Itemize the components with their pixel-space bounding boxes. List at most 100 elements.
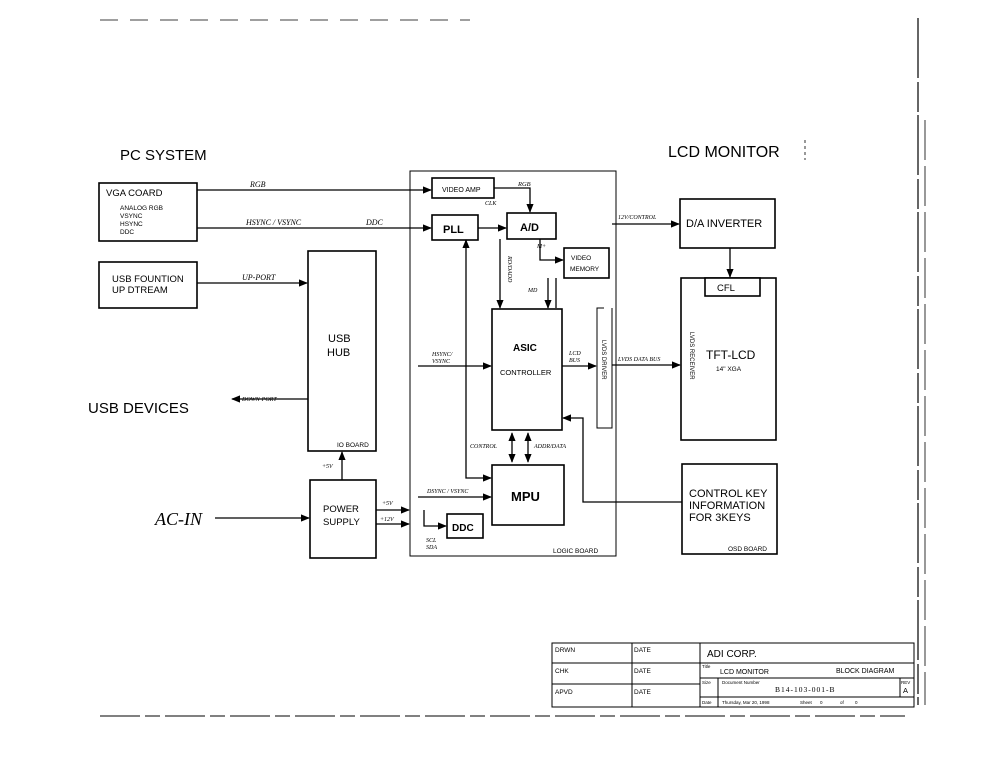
vga-card-title: VGA COARD: [106, 188, 163, 199]
sig-addr-data: ADDR/DATA: [533, 444, 566, 450]
tb-company: ADI CORP.: [707, 649, 757, 660]
da-inverter-block: D/A INVERTER: [679, 198, 776, 249]
power-supply-line2: SUPPLY: [323, 517, 360, 528]
sig-clk: CLK: [485, 201, 497, 207]
lvds-driver-block: LVDS DRIVER: [596, 307, 613, 429]
asic-line2: CONTROLLER: [500, 368, 552, 377]
tb-apvd: APVD: [555, 689, 573, 696]
tft-lcd-size: 14" XGA: [716, 366, 742, 373]
tb-lcd-monitor: LCD MONITOR: [720, 669, 769, 676]
tft-lcd-block: CFL TFT-LCD 14" XGA LVDS RECEIVER: [680, 277, 777, 441]
tb-date1: DATE: [634, 647, 652, 654]
asic-line1: ASIC: [513, 343, 537, 354]
mpu-label: MPU: [511, 489, 540, 504]
tb-size-label: Size: [702, 680, 711, 685]
sig-sda: SDA: [426, 545, 437, 551]
usb-hub-line2: HUB: [327, 347, 350, 359]
tb-date-label: Date: [702, 700, 712, 705]
sig-hsync-small1: HSYNC/: [431, 352, 454, 358]
lvds-receiver-label: LVDS RECEIVER: [688, 332, 694, 380]
tb-date3: DATE: [634, 689, 652, 696]
sig-control: CONTROL: [470, 444, 498, 450]
da-inverter-label: D/A INVERTER: [686, 218, 762, 230]
control-key-line2: INFORMATION: [689, 500, 765, 512]
vga-card-block: VGA COARD ANALOG RGB VSYNC HSYNC DDC: [98, 182, 198, 242]
asic-block: ASIC CONTROLLER: [491, 308, 563, 431]
lvds-driver-label: LVDS DRIVER: [600, 340, 606, 380]
usb-function-block: USB FOUNTION UP DTREAM: [98, 261, 198, 309]
ddc-label: DDC: [452, 523, 474, 534]
usb-function-line2: UP DTREAM: [112, 285, 168, 296]
control-key-block: CONTROL KEY INFORMATION FOR 3KEYS OSD BO…: [681, 463, 778, 555]
tb-date-value: Thursday, Mar 20, 1998: [722, 700, 770, 705]
ad-label: A/D: [520, 222, 539, 234]
sig-m-plus: M+: [536, 244, 546, 250]
tb-rev-label: REV: [901, 680, 910, 685]
sig-hsync-vsync: HSYNC / VSYNC: [245, 218, 302, 227]
vga-line-1: ANALOG RGB: [120, 205, 163, 212]
tb-sheet-label: Sheet: [800, 700, 813, 705]
tb-rev: A: [903, 686, 908, 695]
control-key-line3: FOR 3KEYS: [689, 512, 751, 524]
logic-board: LOGIC BOARD: [409, 170, 617, 557]
ac-in-label: AC-IN: [154, 509, 203, 529]
tb-title-label: Title: [702, 664, 711, 669]
power-supply-block: POWER SUPPLY: [309, 479, 377, 559]
control-key-line1: CONTROL KEY: [689, 488, 768, 500]
sig-lcd-bus1: LCD: [568, 351, 581, 357]
pll-block: PLL: [431, 214, 479, 241]
tb-doc-label: Document Number: [722, 680, 760, 685]
usb-hub-block: USB HUB IO BOARD: [307, 250, 377, 452]
logic-board-label: LOGIC BOARD: [553, 548, 598, 555]
usb-function-line1: USB FOUNTION: [112, 274, 184, 285]
sig-rgb-small: RGB: [517, 181, 531, 188]
vga-line-2: VSYNC: [120, 213, 143, 220]
cfl-label: CFL: [717, 283, 735, 294]
video-memory-line1: VIDEO: [571, 255, 591, 262]
sig-dsync-vsync: DSYNC / VSYNC: [426, 489, 469, 495]
sig-lcd-bus2: BUS: [569, 358, 580, 364]
io-board-label: IO BOARD: [337, 442, 369, 449]
lcd-monitor-heading: LCD MONITOR: [668, 144, 780, 161]
vga-line-4: DDC: [120, 229, 134, 236]
pc-system-heading: PC SYSTEM: [120, 147, 207, 164]
sig-down-port: DOWN-PORT: [241, 397, 277, 403]
sig-rgb: RGB: [249, 180, 266, 189]
mpu-block: MPU: [491, 464, 565, 526]
page-border-lines: [100, 18, 926, 717]
sig-ddc: DDC: [365, 218, 384, 227]
ad-block: A/D: [506, 212, 557, 240]
tb-date2: DATE: [634, 668, 652, 675]
sig-plus5v: +5V: [322, 464, 334, 470]
video-amp-label: VIDEO AMP: [442, 187, 481, 194]
tft-lcd-title: TFT-LCD: [706, 348, 756, 362]
tb-of-value: 0: [855, 700, 858, 705]
signal-labels: RGB HSYNC / VSYNC DDC UP-PORT DOWN-PORT …: [241, 180, 660, 551]
sig-rd-dadd: RD/DADD: [506, 255, 512, 283]
sig-scl: SCL: [426, 538, 437, 544]
tb-of-label: of: [840, 700, 845, 705]
usb-devices-heading: USB DEVICES: [88, 400, 189, 417]
osd-board-label: OSD BOARD: [728, 546, 767, 553]
pll-label: PLL: [443, 224, 464, 236]
tb-block-diagram: BLOCK DIAGRAM: [836, 668, 895, 675]
power-supply-line1: POWER: [323, 504, 359, 515]
tb-chk: CHK: [555, 668, 569, 675]
tb-doc-number: B14-103-001-B: [775, 685, 836, 694]
sig-plus12v: +12V: [380, 517, 395, 523]
sig-up-port: UP-PORT: [242, 273, 276, 282]
video-amp-block: VIDEO AMP: [431, 177, 495, 199]
sig-lvds-data-bus: LVDS DATA BUS: [617, 357, 660, 363]
vga-line-3: HSYNC: [120, 221, 143, 228]
tb-drwn: DRWN: [555, 647, 575, 654]
sig-plus5v-a: +5V: [382, 501, 394, 507]
sig-md: MD: [527, 288, 538, 294]
sig-12v-control: 12V/CONTROL: [618, 215, 657, 221]
signal-lines: [197, 186, 734, 530]
tb-sheet-value: 0: [820, 700, 823, 705]
title-block: DRWN DATE CHK DATE APVD DATE ADI CORP. T…: [551, 642, 915, 708]
video-memory-line2: MEMORY: [570, 266, 600, 273]
sig-hsync-small2: VSYNC: [432, 359, 451, 365]
